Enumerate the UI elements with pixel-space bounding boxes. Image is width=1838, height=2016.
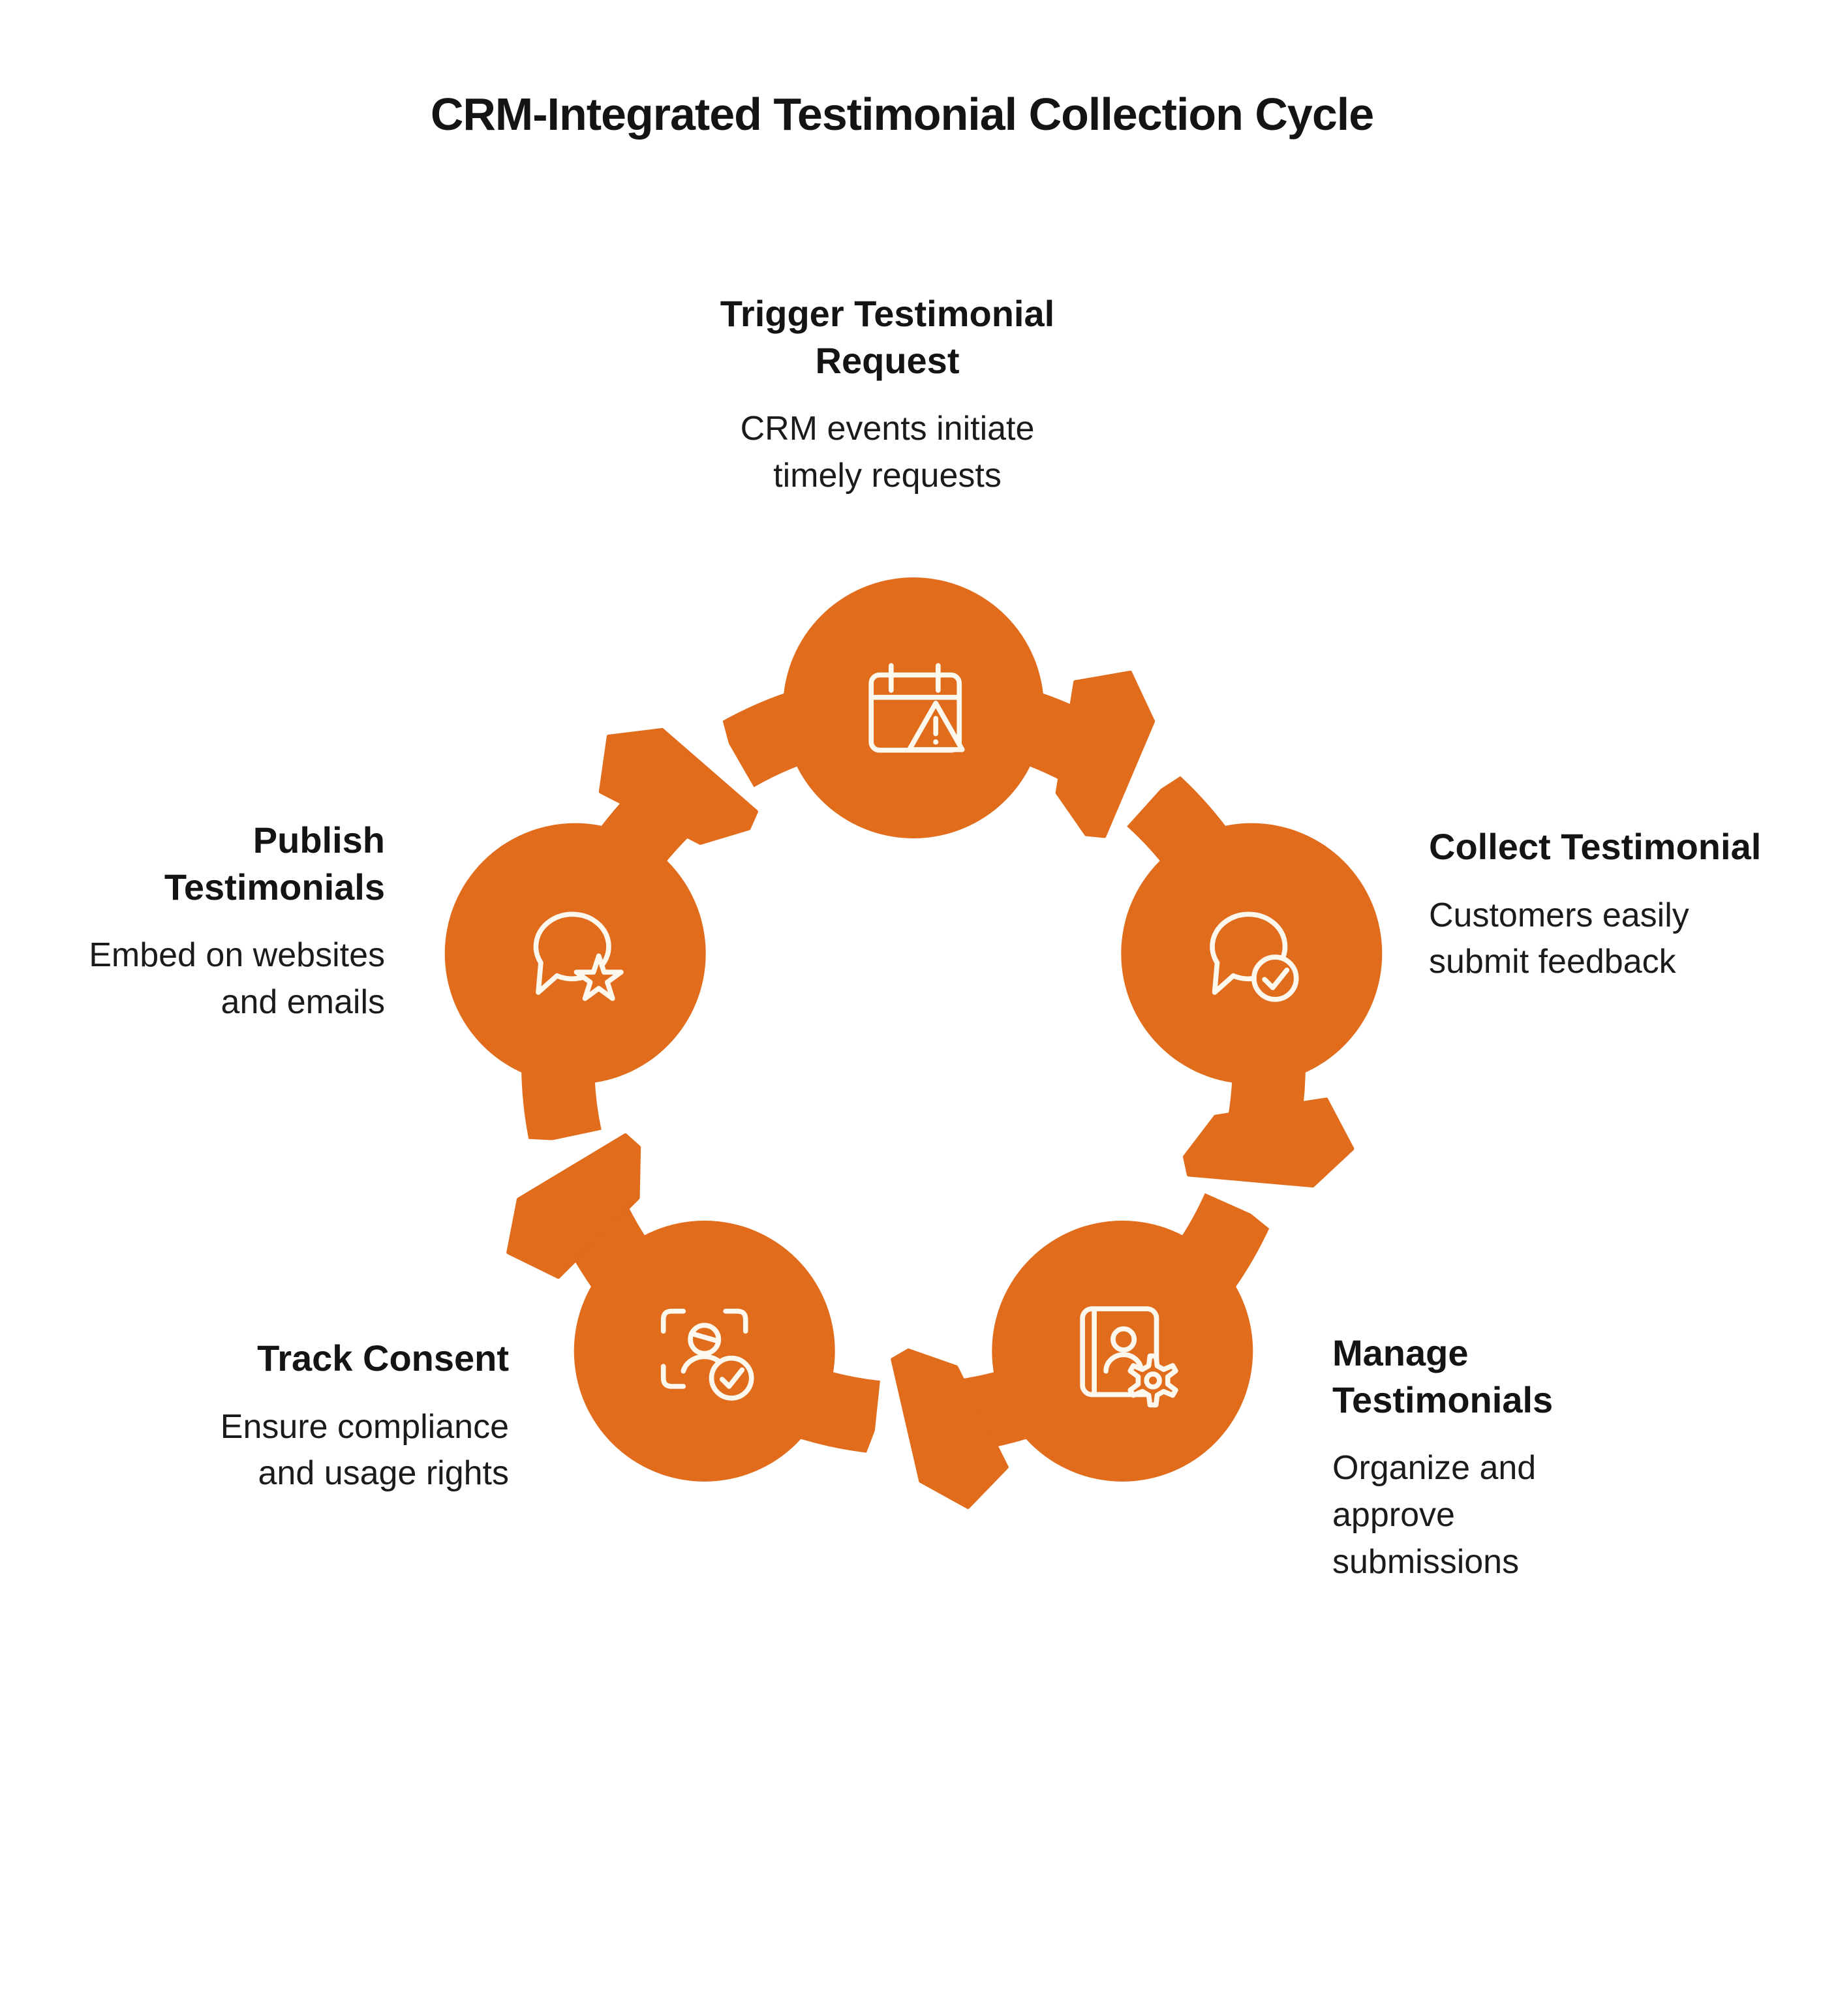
- cycle-node-manage: [992, 1220, 1253, 1482]
- node-description: Customers easily submit feedback: [1429, 896, 1689, 981]
- cycle-node-trigger: [783, 577, 1044, 838]
- node-title: Trigger Testimonial Request: [720, 293, 1055, 381]
- node-description: Ensure compliance and usage rights: [220, 1407, 509, 1493]
- calendar-alert-icon: [868, 663, 965, 753]
- node-label-publish: Publish Testimonials Embed on websites a…: [20, 817, 385, 1026]
- node-title: Track Consent: [257, 1337, 509, 1379]
- arrowhead-icon: [506, 1133, 641, 1279]
- arrowhead-icon: [1055, 670, 1156, 838]
- cycle-node-publish: [444, 823, 706, 1084]
- chat-star-icon: [533, 911, 624, 1001]
- page-title: CRM-Integrated Testimonial Collection Cy…: [430, 88, 1374, 140]
- node-title: Collect Testimonial: [1429, 826, 1762, 867]
- node-title: Publish Testimonials: [164, 819, 385, 908]
- cycle-node-track: [574, 1220, 835, 1482]
- node-label-collect: Collect Testimonial Customers easily sub…: [1429, 823, 1833, 986]
- node-label-manage: Manage Testimonials Organize and approve…: [1332, 1330, 1632, 1586]
- node-title: Manage Testimonials: [1332, 1332, 1554, 1420]
- node-label-trigger: Trigger Testimonial Request CRM events i…: [626, 290, 1148, 500]
- cycle-node-collect: [1121, 823, 1383, 1084]
- arrowhead-icon: [891, 1348, 1009, 1509]
- node-description: Organize and approve submissions: [1332, 1449, 1537, 1581]
- node-label-track: Track Consent Ensure compliance and usag…: [91, 1335, 509, 1497]
- contacts-gear-icon: [1080, 1306, 1178, 1408]
- chat-check-icon: [1210, 911, 1299, 1002]
- arrowhead-icon: [598, 727, 758, 845]
- arrowhead-icon: [1183, 1097, 1355, 1188]
- node-description: Embed on websites and emails: [89, 936, 385, 1022]
- face-scan-check-icon: [660, 1308, 754, 1401]
- node-description: CRM events initiate timely requests: [740, 410, 1035, 495]
